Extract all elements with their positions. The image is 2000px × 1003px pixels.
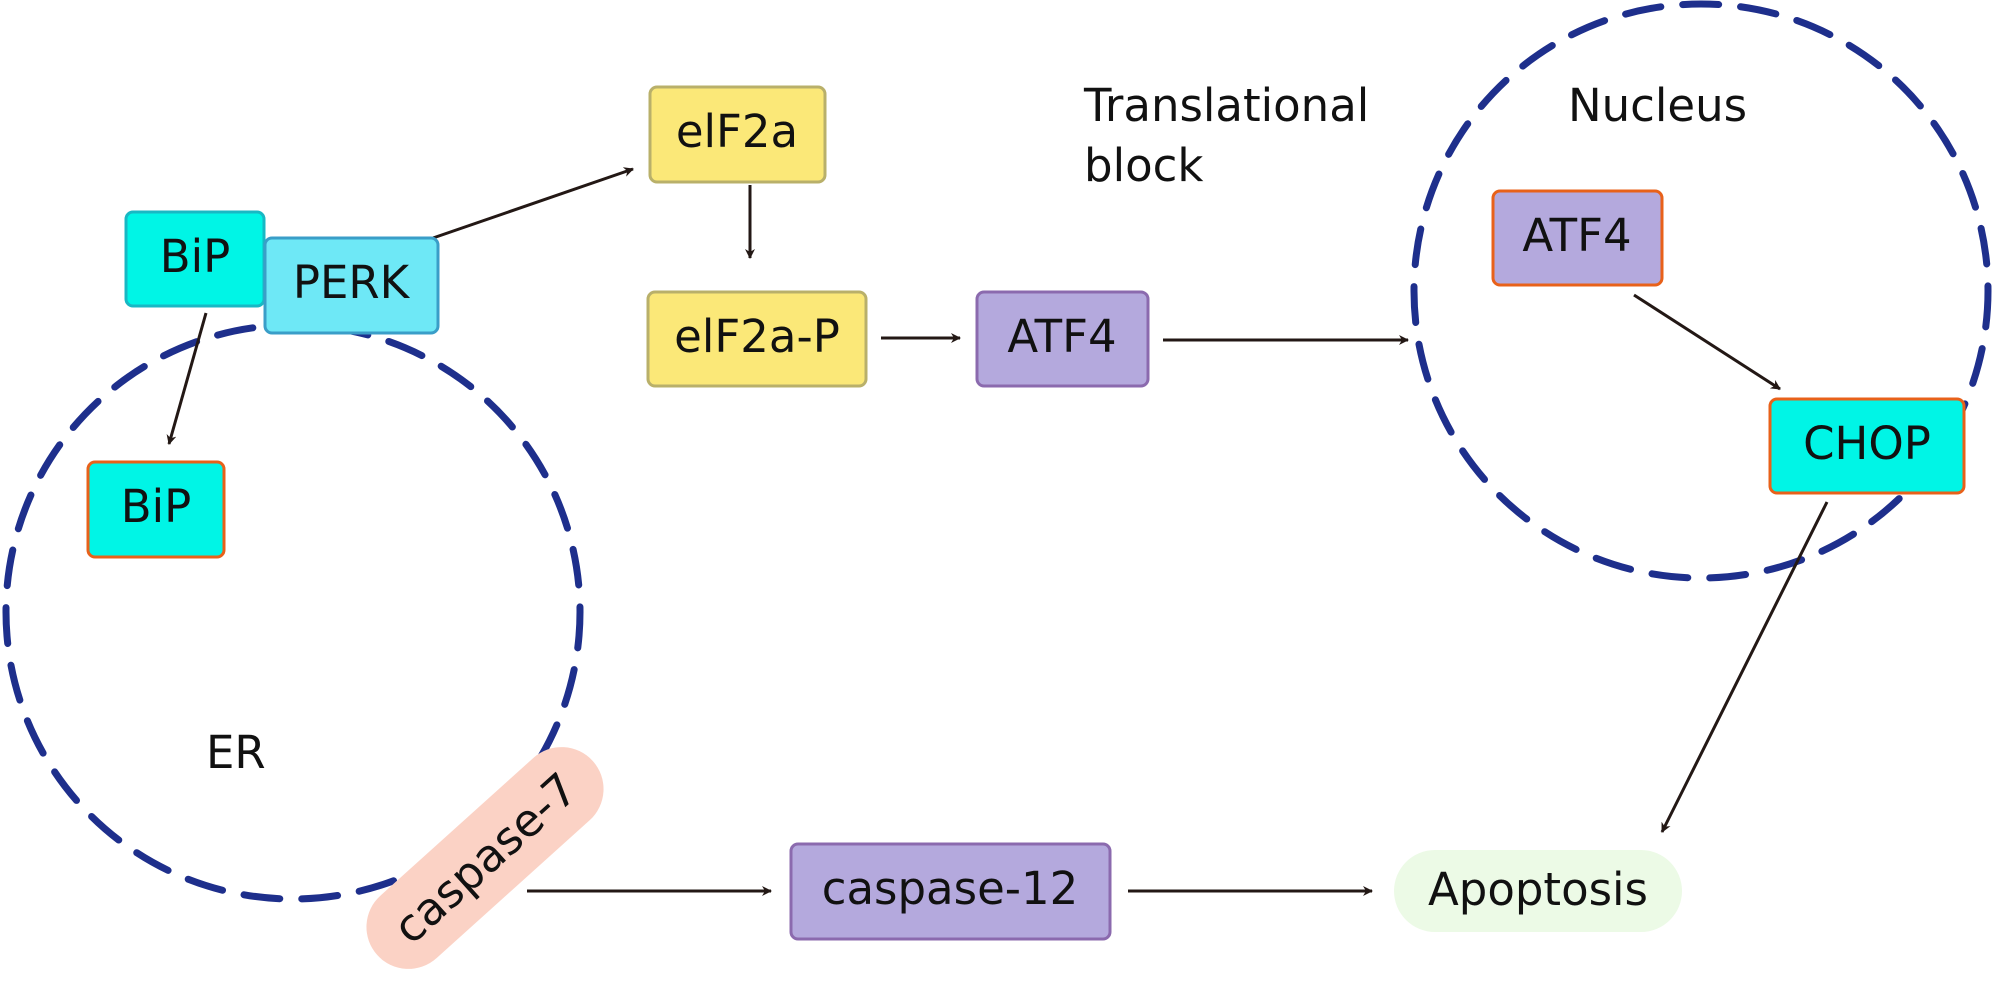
nucleus-label: Nucleus	[1568, 79, 1747, 132]
perk-node: PERK	[263, 236, 440, 335]
apoptosis-label: Apoptosis	[1428, 863, 1648, 916]
bip-er-node: BiP	[86, 460, 226, 559]
chop-label: CHOP	[1803, 417, 1931, 470]
apoptosis-node: Apoptosis	[1394, 850, 1682, 932]
caspase-7-node: caspase-7	[366, 747, 604, 969]
atf4-cytoplasm-label: ATF4	[1007, 310, 1116, 363]
chop-node: CHOP	[1768, 397, 1966, 495]
atf4-nucleus-label: ATF4	[1522, 209, 1631, 262]
caspase-12-box	[789, 842, 1112, 941]
caspase-7-pill	[366, 747, 604, 969]
nucleus-compartment	[1410, 0, 1992, 582]
arrows	[166, 167, 1829, 896]
eif2a-box	[648, 85, 827, 184]
arrow-chop-to-apoptosis	[1660, 501, 1829, 833]
bip-outer-label: BiP	[160, 230, 231, 283]
arrow-perk-to-eif2a	[432, 167, 634, 240]
arrow-bip-release	[166, 312, 208, 445]
translational-block-label-line2: block	[1084, 139, 1203, 192]
caspase-12-node: caspase-12	[789, 842, 1112, 941]
apoptosis-pill	[1394, 850, 1682, 932]
eif2a-p-label: elF2a-P	[674, 310, 840, 363]
eif2a-node: elF2a	[648, 85, 827, 184]
eif2a-label: elF2a	[676, 105, 798, 158]
eif2a-p-box	[646, 290, 868, 388]
atf4-nucleus-box	[1491, 189, 1664, 287]
bip-er-label: BiP	[121, 480, 192, 533]
caspase-12-label: caspase-12	[822, 862, 1079, 915]
caspase-7-label: caspase-7	[383, 762, 588, 954]
bip-outer-node: BiP	[124, 210, 266, 308]
chop-box	[1768, 397, 1966, 495]
eif2a-p-node: elF2a-P	[646, 290, 868, 388]
perk-label: PERK	[293, 256, 411, 309]
er-label: ER	[206, 726, 266, 779]
arrow-atf4-to-chop	[1633, 293, 1781, 391]
bip-er-box	[86, 460, 226, 559]
perk-box	[263, 236, 440, 335]
atf4-nucleus-node: ATF4	[1491, 189, 1664, 287]
atf4-cytoplasm-node: ATF4	[975, 290, 1150, 388]
translational-block-label-line1: Translational	[1083, 79, 1369, 132]
atf4-cytoplasm-box	[975, 290, 1150, 388]
